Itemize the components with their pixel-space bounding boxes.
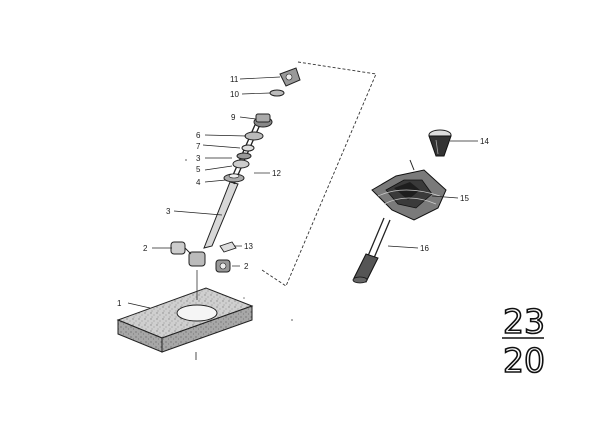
label-part-13: 13 <box>244 242 253 251</box>
callout-labels: 1 2 2 3 3 4 5 6 7 9 10 11 12 13 14 15 16 <box>117 75 489 308</box>
label-part-3a: 3 <box>166 207 171 216</box>
label-part-16: 16 <box>420 244 429 253</box>
label-part-11: 11 <box>230 75 239 84</box>
page-ref-bottom: 20 <box>503 341 545 380</box>
lever-extension <box>352 217 391 284</box>
shift-knob <box>428 129 452 157</box>
label-part-2a: 2 <box>143 244 148 253</box>
mount-plate <box>116 287 254 360</box>
page-ref-top: 23 <box>503 302 545 341</box>
lever-small-parts <box>223 67 301 183</box>
label-part-3b: 3 <box>196 154 201 163</box>
label-part-2b: 2 <box>244 262 249 271</box>
label-part-5: 5 <box>196 165 201 174</box>
label-part-10: 10 <box>230 90 239 99</box>
label-part-4: 4 <box>196 178 201 187</box>
label-part-14: 14 <box>480 137 489 146</box>
label-part-12: 12 <box>272 169 281 178</box>
leader-lines <box>127 76 478 309</box>
lower-linkage <box>170 241 237 300</box>
specks <box>185 159 293 321</box>
label-part-9: 9 <box>231 113 236 122</box>
label-part-6: 6 <box>196 131 201 140</box>
gear-boot <box>371 159 447 221</box>
label-part-7: 7 <box>196 142 201 151</box>
label-part-1: 1 <box>117 299 122 308</box>
label-part-15: 15 <box>460 194 469 203</box>
page-reference: 23 20 <box>502 301 546 381</box>
